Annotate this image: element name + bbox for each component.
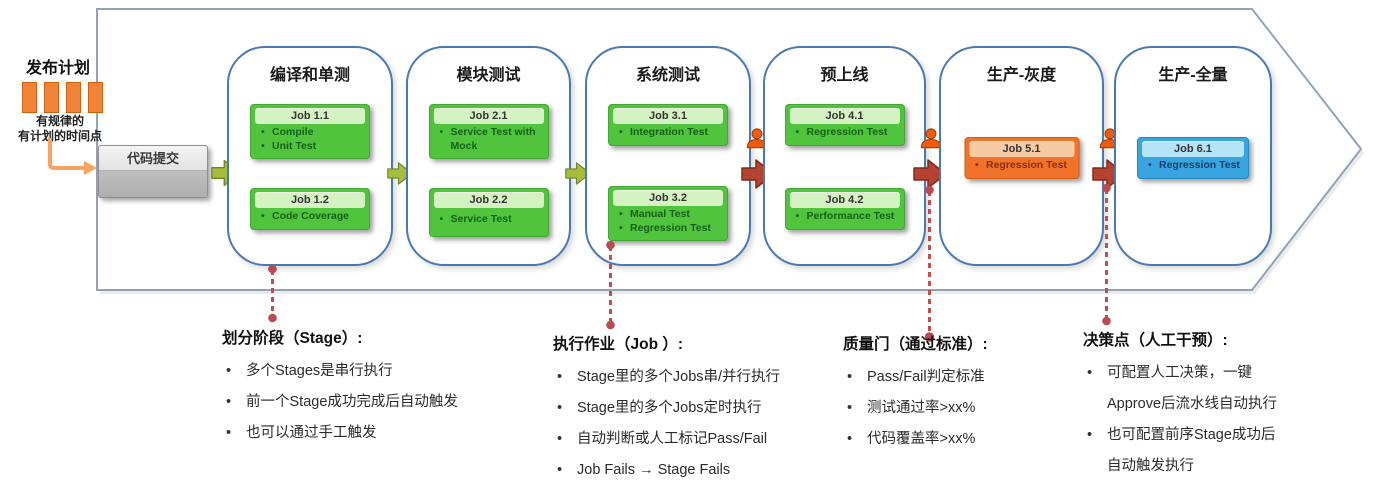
annotation-bullet: Stage里的多个Jobs定时执行 — [553, 393, 853, 424]
job-box: Job 1.1 Compile Unit Test — [250, 104, 370, 160]
job-name: Job 1.2 — [255, 192, 365, 208]
schedule-bar-icon — [22, 82, 37, 113]
code-commit-box: 代码提交 — [98, 145, 208, 198]
stage-title: 预上线 — [820, 67, 869, 84]
job-task: Compile — [259, 126, 365, 140]
job-name: Job 2.2 — [433, 192, 544, 208]
annotation-bullet: 自动判断或人工标记Pass/Fail — [553, 424, 853, 455]
stage-title: 模块测试 — [456, 67, 521, 84]
callout-connector — [1102, 183, 1111, 326]
annotation-bullet: 代码覆盖率>xx% — [843, 424, 1088, 455]
annotation-title: 质量门（通过标准）: — [843, 336, 988, 353]
job-name: Job 1.1 — [255, 108, 365, 124]
job-task: Regression Test — [794, 126, 900, 140]
job-task: Performance Test — [794, 210, 900, 224]
job-box: Job 2.2 Service Test — [428, 188, 549, 237]
job-task: Unit Test — [259, 140, 365, 154]
schedule-note-line2: 有计划的时间点 — [17, 129, 102, 143]
flow-arrow-icon — [565, 162, 591, 185]
quality-gate-arrow-icon — [913, 159, 947, 189]
flow-arrow-icon — [387, 162, 413, 185]
annotation-bullet: 也可以通过手工触发 — [222, 418, 522, 449]
job-task: Code Coverage — [259, 210, 365, 224]
annotation-decision-point: 决策点（人工干预）: 可配置人工决策，一键Approve后流水线自动执行 也可配… — [1083, 328, 1278, 482]
job-name: Job 4.1 — [789, 108, 900, 124]
callout-connector — [268, 264, 277, 323]
job-task: Regression Test — [973, 159, 1074, 173]
job-box: Job 2.1 Service Test with Mock — [428, 104, 549, 160]
callout-connector — [924, 185, 935, 342]
stage-title: 系统测试 — [635, 67, 700, 84]
job-box: Job 5.1 Regression Test — [964, 137, 1079, 179]
job-task: Manual Test — [617, 208, 723, 222]
job-box: Job 4.1 Regression Test — [784, 104, 905, 146]
release-plan-title: 发布计划 — [26, 60, 91, 77]
job-task: Service Test with Mock — [438, 126, 544, 153]
annotation-bullet: 可配置人工决策，一键Approve后流水线自动执行 — [1083, 358, 1278, 420]
stage-staging: 预上线 Job 4.1 Regression Test Job 4.2 Perf… — [763, 46, 926, 266]
schedule-note: 有规律的 有计划的时间点 — [4, 114, 116, 144]
stage-title: 编译和单测 — [269, 67, 350, 84]
annotation-bullet: 测试通过率>xx% — [843, 393, 1088, 424]
job-box: Job 3.2 Manual Test Regression Test — [608, 186, 728, 242]
job-box: Job 6.1 Regression Test — [1137, 137, 1249, 179]
stage-title: 生产-灰度 — [986, 67, 1057, 84]
annotation-title: 决策点（人工干预）: — [1083, 332, 1228, 349]
job-task: Regression Test — [1146, 159, 1244, 173]
job-name: Job 4.2 — [789, 192, 900, 208]
stage-module-test: 模块测试 Job 2.1 Service Test with Mock Job … — [406, 46, 571, 266]
stage-title: 生产-全量 — [1158, 67, 1228, 84]
schedule-bar-icon — [88, 82, 103, 113]
schedule-bar-icon — [66, 82, 81, 113]
job-name: Job 3.1 — [613, 108, 723, 124]
job-task: Service Test — [438, 213, 544, 227]
schedule-bar-icon — [44, 82, 59, 113]
job-name: Job 6.1 — [1142, 141, 1244, 157]
code-commit-label: 代码提交 — [99, 146, 207, 171]
schedule-note-line1: 有规律的 — [35, 114, 84, 128]
annotation-bullet: 多个Stages是串行执行 — [222, 356, 522, 387]
callout-connector — [606, 240, 615, 330]
job-box: Job 1.2 Code Coverage — [250, 188, 370, 230]
job-task: Integration Test — [617, 126, 723, 140]
stage-system-test: 系统测试 Job 3.1 Integration Test Job 3.2 Ma… — [585, 46, 751, 266]
job-box: Job 4.2 Performance Test — [784, 188, 905, 230]
annotation-title: 执行作业（Job ）: — [553, 336, 684, 353]
job-name: Job 3.2 — [613, 190, 723, 206]
stage-compile-unit-test: 编译和单测 Job 1.1 Compile Unit Test Job 1.2 … — [227, 46, 393, 266]
manual-gate-person-icon — [746, 128, 768, 149]
stage-production-full: 生产-全量 Job 6.1 Regression Test — [1114, 46, 1272, 266]
annotation-bullet: Job Fails → Stage Fails — [553, 455, 853, 486]
annotation-bullet: 前一个Stage成功完成后自动触发 — [222, 387, 522, 418]
job-task: Regression Test — [617, 222, 723, 236]
annotation-job: 执行作业（Job ）: Stage里的多个Jobs串/并行执行 Stage里的多… — [553, 332, 853, 486]
job-name: Job 2.1 — [433, 108, 544, 124]
annotation-title: 划分阶段（Stage）: — [222, 330, 363, 347]
schedule-to-commit-arrow-icon — [48, 138, 97, 175]
annotation-bullet: 也可配置前序Stage成功后自动触发执行 — [1083, 420, 1278, 482]
release-schedule-bars — [22, 82, 103, 113]
annotation-bullet: Stage里的多个Jobs串/并行执行 — [553, 362, 853, 393]
job-box: Job 3.1 Integration Test — [608, 104, 728, 146]
stage-production-gray: 生产-灰度 Job 5.1 Regression Test — [939, 46, 1104, 266]
annotation-bullet: Pass/Fail判定标准 — [843, 362, 1088, 393]
annotation-quality-gate: 质量门（通过标准）: Pass/Fail判定标准 测试通过率>xx% 代码覆盖率… — [843, 332, 1088, 455]
annotation-stage: 划分阶段（Stage）: 多个Stages是串行执行 前一个Stage成功完成后… — [222, 326, 522, 449]
job-name: Job 5.1 — [969, 141, 1074, 157]
